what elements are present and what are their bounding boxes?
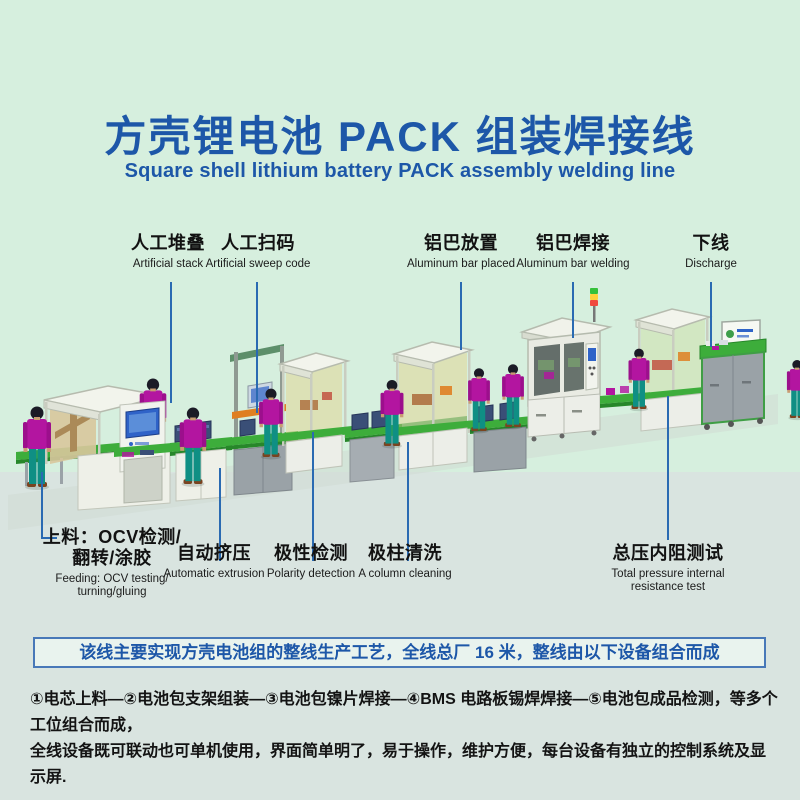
- station-label-polarity: 极性检测 Polarity detection: [266, 543, 356, 580]
- worker-figure: [786, 360, 800, 421]
- station-label-resistance-test: 总压内阻测试 Total pressure internal resistanc…: [611, 543, 725, 593]
- station-label-artificial-sweep-code: 人工扫码 Artificial sweep code: [205, 233, 311, 270]
- description-line-1: ①电芯上料—②电池包支架组装—③电池包镍片焊接—④BMS 电路板锡焊焊接—⑤电池…: [30, 691, 778, 734]
- bar-welding-machine: [519, 288, 613, 442]
- logo-icon: [726, 330, 734, 338]
- info-box-text: 该线主要实现方壳电池组的整线生产工艺，全线总厂 16 米，整线由以下设备组合而成: [79, 643, 720, 662]
- info-box: 该线主要实现方壳电池组的整线生产工艺，全线总厂 16 米，整线由以下设备组合而成: [33, 637, 766, 668]
- station-label-artificial-stack: 人工堆叠 Artificial stack: [131, 233, 205, 270]
- station-label-bar-placed: 铝巴放置 Aluminum bar placed: [406, 233, 516, 270]
- station-label-extrusion: 自动挤压 Automatic extrusion: [163, 543, 265, 580]
- conveyor-prewelding: [470, 401, 532, 473]
- callout-line-feeding: [41, 472, 57, 539]
- callout-lines: [41, 282, 712, 561]
- ocv-tester-machine: [114, 400, 172, 504]
- station-label-discharge: 下线 Discharge: [685, 233, 737, 270]
- description-line-2: 全线设备既可联动也可单机使用，界面简单明了，易于操作，维护方便，每台设备有独立的…: [30, 743, 767, 786]
- bar-placing-cage: [390, 341, 476, 471]
- page-subtitle: Square shell lithium battery PACK assemb…: [124, 160, 676, 182]
- station-label-feeding: 上料：OCV检测/ 翻转/涂胶 Feeding: OCV testing/ tu…: [42, 527, 182, 598]
- station-label-cleaning: 极柱清洗 A column cleaning: [358, 543, 452, 580]
- station-label-bar-welding: 铝巴焊接 Aluminum bar welding: [516, 233, 630, 270]
- description-paragraph: ①电芯上料—②电池包支架组装—③电池包镍片焊接—④BMS 电路板锡焊焊接—⑤电池…: [30, 687, 778, 791]
- page-title: 方壳锂电池 PACK 组装焊接线: [104, 113, 696, 160]
- discharge-station: [699, 319, 767, 430]
- polarity-detection-cage: [276, 352, 352, 474]
